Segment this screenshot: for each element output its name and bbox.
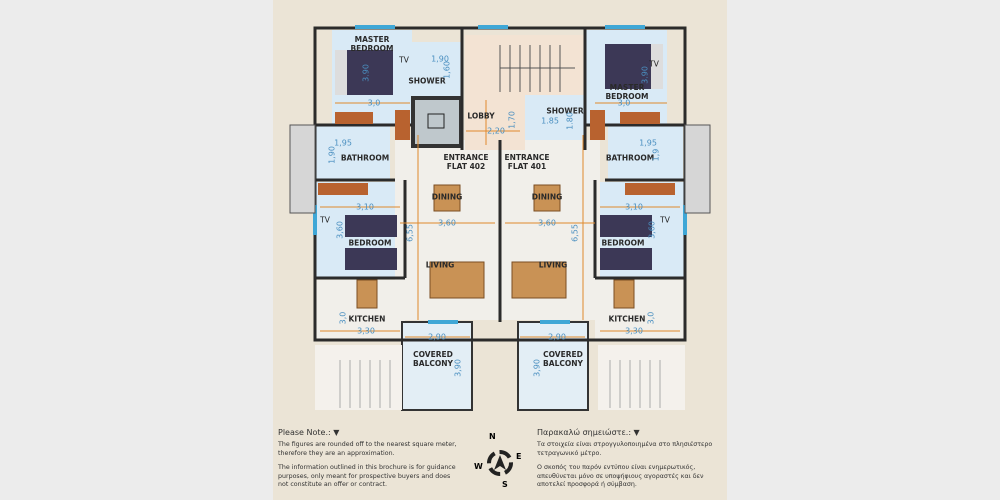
dim: 2,20 — [487, 126, 505, 136]
compass-w: W — [474, 462, 483, 471]
dim: 1,95 — [334, 138, 352, 148]
tv-label: TV — [649, 59, 659, 69]
compass-n: N — [489, 432, 496, 441]
label-living-right: LIVING — [538, 260, 568, 270]
label-lobby: LOBBY — [467, 111, 495, 121]
dim: 6,55 — [405, 224, 415, 242]
dim: 3,90 — [453, 359, 463, 377]
elevator — [411, 96, 463, 148]
compass-s: S — [502, 480, 508, 489]
bathroom-left-floor — [315, 125, 390, 180]
dim: 6,55 — [570, 224, 580, 242]
label-living-left: LIVING — [425, 260, 455, 270]
tv-label: TV — [320, 215, 330, 225]
label-kitchen-right: KITCHEN — [608, 314, 646, 324]
dim: 3,0 — [646, 311, 656, 325]
furniture — [356, 184, 635, 309]
dim: 3,60 — [647, 221, 657, 239]
label-balcony-left: COVERED BALCONY — [413, 350, 453, 368]
dim: 1,90 — [327, 146, 337, 164]
label-entrance-flat-401: ENTRANCE FLAT 401 — [504, 153, 550, 171]
dim: 3,0 — [338, 311, 348, 325]
label-dining-left: DINING — [431, 192, 463, 202]
note-en-2: The information outlined in this brochur… — [278, 464, 456, 488]
tv-label: TV — [660, 215, 670, 225]
dim: 3,60 — [538, 218, 556, 228]
label-shower-right: SHOWER — [546, 106, 584, 116]
label-master-bedroom-left: MASTER BEDROOM — [350, 35, 394, 53]
tv-label: TV — [399, 55, 409, 65]
dim: 3,10 — [356, 202, 374, 212]
label-balcony-right: COVERED BALCONY — [543, 350, 583, 368]
dim: 2,90 — [428, 332, 446, 342]
note-gr-1: Τα στοιχεία είναι στρογγυλοποιημένα στο … — [537, 441, 713, 457]
label-shower-left: SHOWER — [408, 76, 446, 86]
compass-e: E — [516, 452, 522, 461]
shower-left-floor — [412, 42, 462, 102]
dim: 3.90 — [361, 64, 371, 82]
label-entrance-flat-402: ENTRANCE FLAT 402 — [443, 153, 489, 171]
beds — [335, 44, 663, 270]
dim: 1,90 — [431, 54, 449, 64]
dim: 3,0 — [367, 98, 381, 108]
label-bathroom-right: BATHROOM — [605, 153, 655, 163]
label-master-bedroom-right: MASTER BEDROOM — [605, 83, 649, 101]
windows — [313, 25, 687, 324]
dim: 1,95 — [639, 138, 657, 148]
dim: 3,90 — [532, 359, 542, 377]
staircase — [465, 35, 585, 95]
note-title-gr: Παρακαλώ σημειώστε.: ▼ — [537, 428, 640, 437]
stairs — [499, 45, 575, 92]
label-bedroom-left: BEDROOM — [348, 238, 392, 248]
dim: 3,60 — [335, 221, 345, 239]
dim: 1,9 — [651, 148, 661, 162]
dim: 1,70 — [507, 111, 517, 129]
note-en-1: The figures are rounded off to the neare… — [278, 441, 457, 457]
label-kitchen-left: KITCHEN — [348, 314, 386, 324]
label-bathroom-left: BATHROOM — [340, 153, 390, 163]
dimension-lines — [320, 100, 680, 338]
dim: 3,30 — [625, 326, 643, 336]
label-bedroom-right: BEDROOM — [601, 238, 645, 248]
note-gr-2: Ο σκοπός του παρόν εντύπου είναι ενημερω… — [537, 464, 704, 488]
label-dining-right: DINING — [531, 192, 563, 202]
dim: 1,60 — [442, 61, 452, 79]
terrace-left — [315, 345, 402, 410]
dim: 1.80 — [565, 112, 575, 130]
lobby-floor — [465, 95, 525, 150]
dim: 2,90 — [548, 332, 566, 342]
dim: 3,60 — [438, 218, 456, 228]
note-title-en: Please Note.: ▼ — [278, 428, 340, 437]
terrace-right — [598, 345, 685, 410]
dim: 1.85 — [541, 116, 559, 126]
wardrobes — [318, 110, 675, 195]
dim: 3,10 — [625, 202, 643, 212]
compass-icon: N E S W — [474, 432, 525, 495]
bathroom-right-floor — [608, 125, 683, 180]
dim: 3.90 — [640, 66, 650, 84]
dim: 3,30 — [357, 326, 375, 336]
dim: 3,0 — [617, 98, 631, 108]
